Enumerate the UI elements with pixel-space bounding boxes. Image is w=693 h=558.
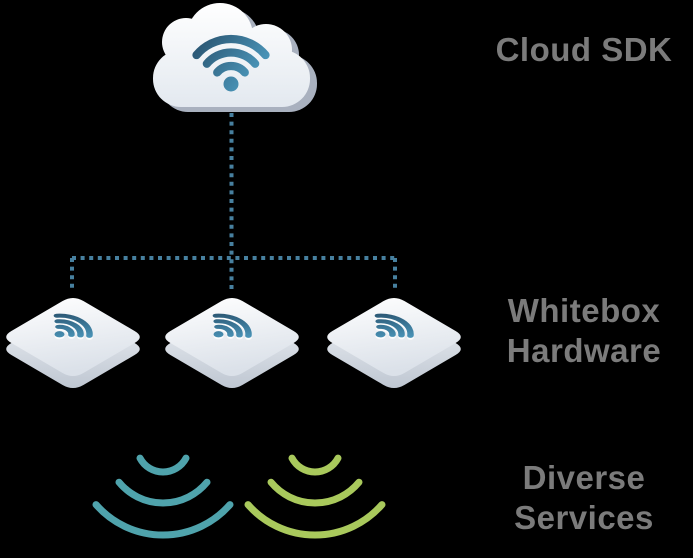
whitebox-device-right xyxy=(327,298,461,388)
green-signal-wave-icon xyxy=(248,458,382,535)
connector-lines xyxy=(70,113,397,292)
whitebox-device-center xyxy=(165,298,299,388)
cloud-sdk-label: Cloud SDK xyxy=(478,30,690,70)
cloud-sdk-label-text: Cloud SDK xyxy=(495,31,673,68)
whitebox-device-left xyxy=(6,298,140,388)
teal-signal-wave-icon xyxy=(96,458,230,535)
diverse-services-label-line1: Diverse xyxy=(522,459,646,496)
whitebox-hardware-label-line1: Whitebox xyxy=(507,292,661,329)
whitebox-hardware-label: Whitebox Hardware xyxy=(478,291,690,371)
labels-column: Cloud SDK Whitebox Hardware Diverse Serv… xyxy=(478,0,690,558)
cloud-wifi-icon xyxy=(153,3,317,112)
diverse-services-label: Diverse Services xyxy=(478,458,690,538)
diverse-services-label-line2: Services xyxy=(514,499,654,536)
whitebox-hardware-label-line2: Hardware xyxy=(506,332,662,369)
